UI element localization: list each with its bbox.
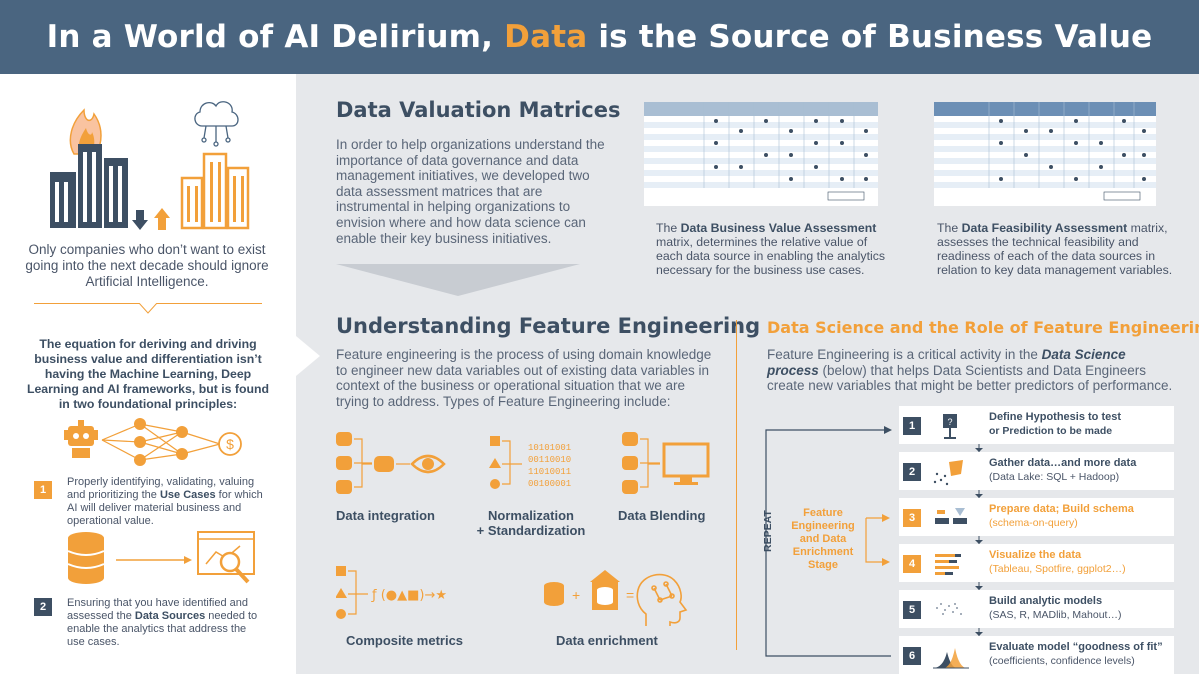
section-pointer (296, 336, 320, 376)
down-arrow-shape (336, 264, 580, 296)
feature-eng-body: Feature engineering is the process of us… (336, 347, 712, 409)
building-icon (50, 101, 250, 230)
brain-circuit-icon (194, 101, 239, 147)
data-science-body: Feature Engineering is a critical activi… (767, 347, 1173, 394)
network-icon: $ (64, 418, 242, 466)
svg-text:00110010: 00110010 (528, 455, 571, 465)
repeat-label: REPEAT (762, 510, 774, 552)
divider-pointer (138, 303, 158, 314)
fe-type-composite-metrics: Composite metrics (346, 633, 464, 648)
goodness-of-fit-icon (933, 648, 969, 669)
step-6: 6 Evaluate model “goodness of fit” (coef… (899, 636, 1174, 674)
principle-1-number: 1 (34, 481, 52, 499)
business-value-matrix (644, 102, 878, 206)
svg-text:11010011: 11010011 (528, 467, 571, 477)
composite-metrics-icon: ƒ (●▲■)→★ (336, 566, 447, 619)
prepare-data-icon (935, 508, 967, 524)
title-highlight: Data (504, 19, 588, 55)
svg-text:+: + (572, 587, 580, 603)
step-2: 2 Gather data…and more data (Data Lake: … (899, 452, 1174, 490)
dollar-icon: $ (218, 432, 242, 456)
principle-1-text: Properly identifying, validating, valuin… (67, 476, 263, 527)
matrix2-caption: The Data Feasibility Assessment matrix, … (937, 221, 1173, 277)
home-database-icon (590, 570, 620, 610)
step-1: 1 ? Define Hypothesis to test or Predict… (899, 406, 1174, 444)
svg-text:$: $ (226, 436, 234, 452)
main-panel: Data Valuation Matrices In order to help… (296, 74, 1199, 674)
fe-type-data-integration: Data integration (336, 508, 435, 523)
monitor-icon (662, 442, 710, 485)
visualize-icon (935, 554, 961, 575)
principle-2-text: Ensuring that you have identified and as… (67, 597, 258, 648)
robot-icon (64, 420, 98, 458)
data-blending-icon (622, 432, 710, 494)
svg-text:?: ? (947, 417, 952, 427)
database-to-analytics (67, 531, 255, 584)
step-3: 3 Prepare data; Build schema (schema-on-… (899, 498, 1174, 536)
repeat-loop (765, 426, 892, 657)
svg-text:=: = (626, 587, 634, 603)
step-connectors (975, 444, 983, 636)
left-panel: Only companies who don’t want to exist g… (0, 74, 296, 674)
hypothesis-icon: ? (943, 414, 957, 439)
binary-icon: 10101001 00110010 11010011 00100001 (528, 443, 571, 489)
step-4: 4 Visualize the data (Tableau, Spotfire,… (899, 544, 1174, 582)
feasibility-matrix (934, 102, 1156, 206)
svg-text:ƒ (●▲■)→★: ƒ (●▲■)→★ (371, 588, 447, 603)
gather-data-icon (933, 460, 963, 486)
valuation-title: Data Valuation Matrices (336, 98, 621, 122)
svg-text:00100001: 00100001 (528, 479, 571, 489)
data-integration-icon (336, 432, 446, 494)
step-5: 5 Build analytic models (SAS, R, MADlib,… (899, 590, 1174, 628)
matrix1-caption: The Data Business Value Assessment matri… (656, 221, 886, 277)
svg-text:10101001: 10101001 (528, 443, 571, 453)
database-icon (67, 532, 105, 584)
analytics-magnifier-icon (197, 531, 255, 584)
fe-type-data-blending: Data Blending (618, 508, 706, 523)
data-enrichment-icon: + = (544, 570, 688, 626)
valuation-body: In order to help organizations understan… (336, 137, 605, 246)
ai-quote: Only companies who don’t want to exist g… (25, 242, 269, 289)
feature-eng-title: Understanding Feature Engineering (336, 314, 761, 338)
fe-stage-label: Feature Engineering and Data Enrichment … (791, 507, 855, 571)
normalization-icon: 10101001 00110010 11010011 00100001 (489, 436, 571, 489)
page-header: In a World of AI Delirium, Data is the S… (0, 0, 1199, 74)
page-title: In a World of AI Delirium, Data is the S… (46, 19, 1153, 55)
eye-icon (410, 454, 446, 474)
head-circuit-icon (636, 573, 688, 626)
data-science-title: Data Science and the Role of Feature Eng… (767, 318, 1199, 337)
fe-type-normalization: Normalization + Standardization (476, 508, 586, 538)
column-divider (736, 320, 737, 650)
equation-text: The equation for deriving and driving bu… (26, 337, 270, 411)
fe-type-data-enrichment: Data enrichment (556, 633, 658, 648)
analytic-models-icon (936, 603, 962, 615)
principle-2-number: 2 (34, 598, 52, 616)
